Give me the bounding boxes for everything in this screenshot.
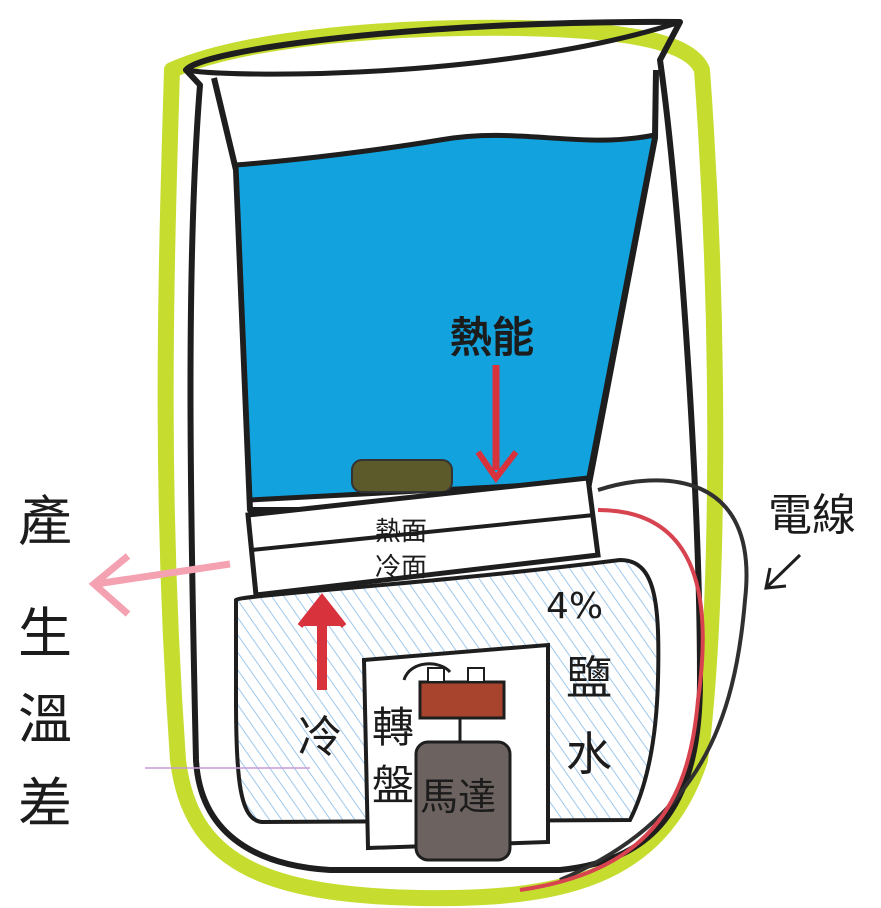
- wire-black: [559, 478, 749, 882]
- outer-highlight: [157, 19, 724, 907]
- temp-diff-char-3: 溫: [18, 688, 72, 751]
- cold-up-arrow-head: [297, 593, 347, 628]
- temp-diff-arrow-head: [88, 553, 131, 617]
- heat-energy-label: 熱能: [450, 313, 534, 362]
- peltier-module: [245, 475, 601, 598]
- salt-water-char-2: 水: [566, 727, 612, 781]
- motor-icon: [414, 740, 512, 862]
- temp-diff-char-4: 差: [18, 772, 72, 835]
- turntable-label-1: 轉: [372, 703, 414, 752]
- wire-label: 電線: [768, 490, 856, 541]
- motor-label: 馬達: [420, 775, 496, 819]
- turntable-label-2: 盤: [372, 761, 414, 810]
- container-outline: [183, 18, 703, 873]
- temp-diff-char-2: 生: [18, 602, 72, 665]
- rotation-arrow-icon: [402, 662, 452, 681]
- wire-pointer-icon: [764, 553, 802, 590]
- container-rim: [185, 19, 681, 77]
- temp-diff-char-1: 產: [18, 490, 72, 553]
- salt-water-char-1: 鹽: [566, 651, 612, 705]
- heat-down-arrow-head: [475, 450, 519, 484]
- salt-water-percent: 4%: [546, 586, 603, 627]
- hot-side-label: 熱面: [375, 517, 427, 547]
- sediment-block: [351, 459, 453, 493]
- cold-side-label: 冷面: [375, 553, 427, 583]
- turntable-icon: [418, 680, 506, 720]
- wire-red: [519, 508, 705, 892]
- cold-label: 冷: [298, 712, 342, 763]
- water-body: [233, 131, 659, 503]
- temp-diff-arrow: [95, 560, 231, 588]
